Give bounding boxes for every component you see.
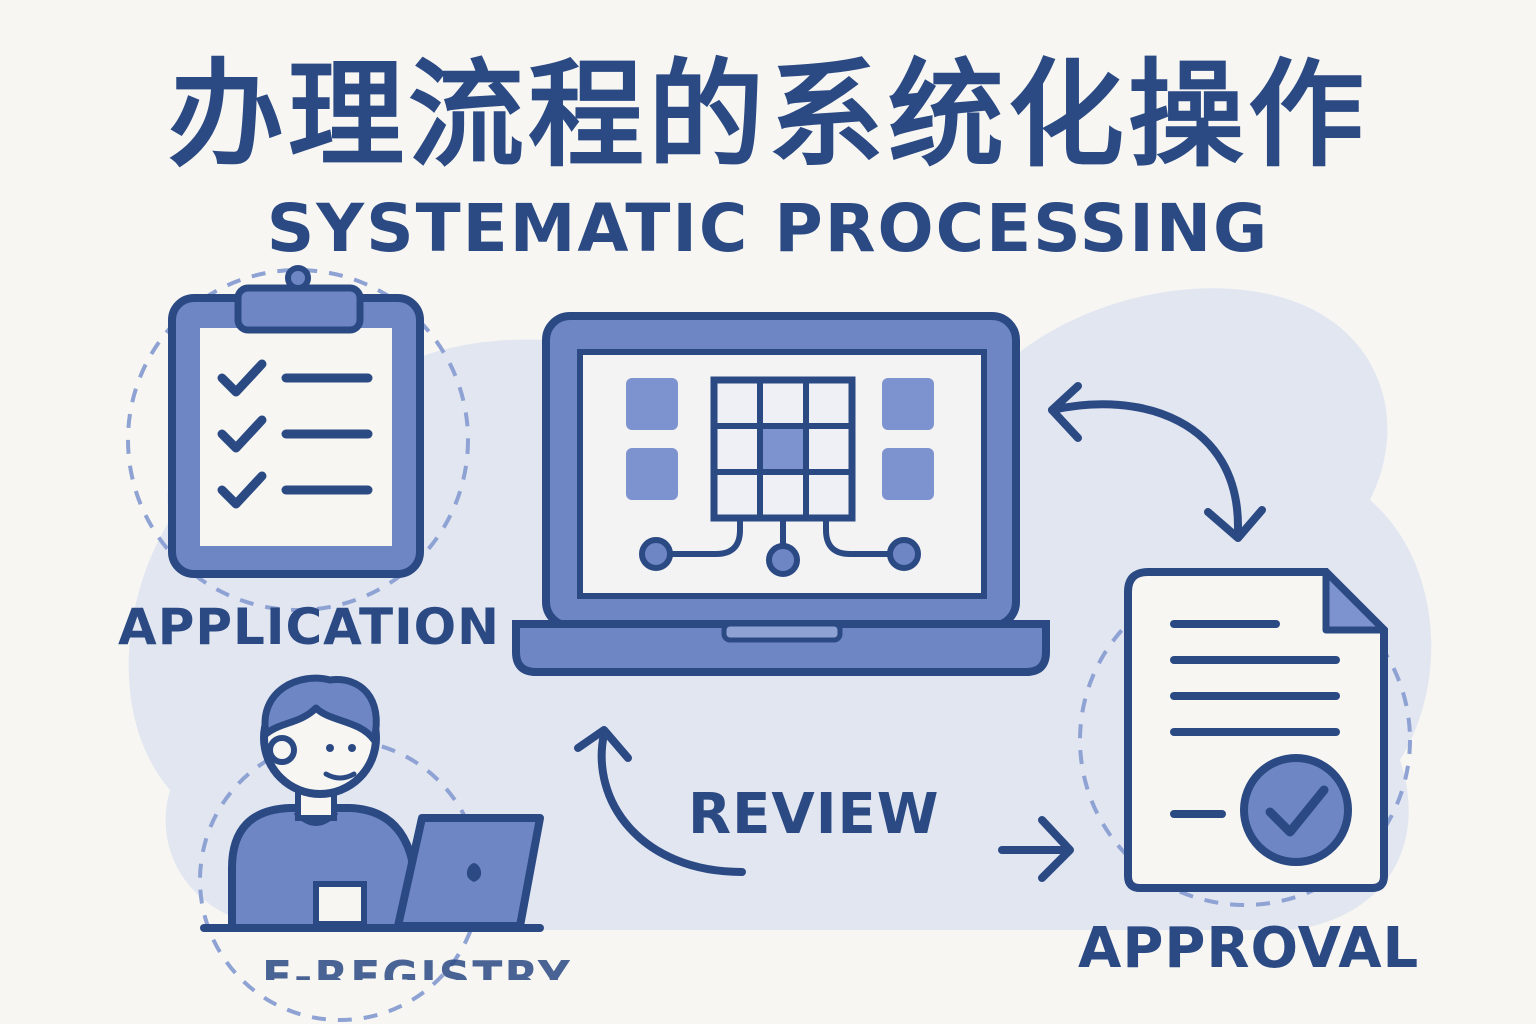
clipboard-checklist-icon	[168, 265, 424, 578]
step-label-review: REVIEW	[688, 782, 940, 847]
step-label-bottom-partial: E-REGISTRY	[262, 952, 572, 1003]
approved-document-icon	[1124, 568, 1388, 892]
person-at-laptop-icon	[200, 674, 544, 932]
step-label-application: APPLICATION	[118, 598, 501, 656]
step-label-approval: APPROVAL	[1078, 916, 1420, 981]
laptop-dashboard-icon	[512, 312, 1050, 676]
cycle-arrows-icon	[574, 382, 1266, 882]
page-subtitle: SYSTEMATIC PROCESSING	[266, 190, 1270, 267]
page-title: 办理流程的系统化操作	[168, 48, 1368, 183]
